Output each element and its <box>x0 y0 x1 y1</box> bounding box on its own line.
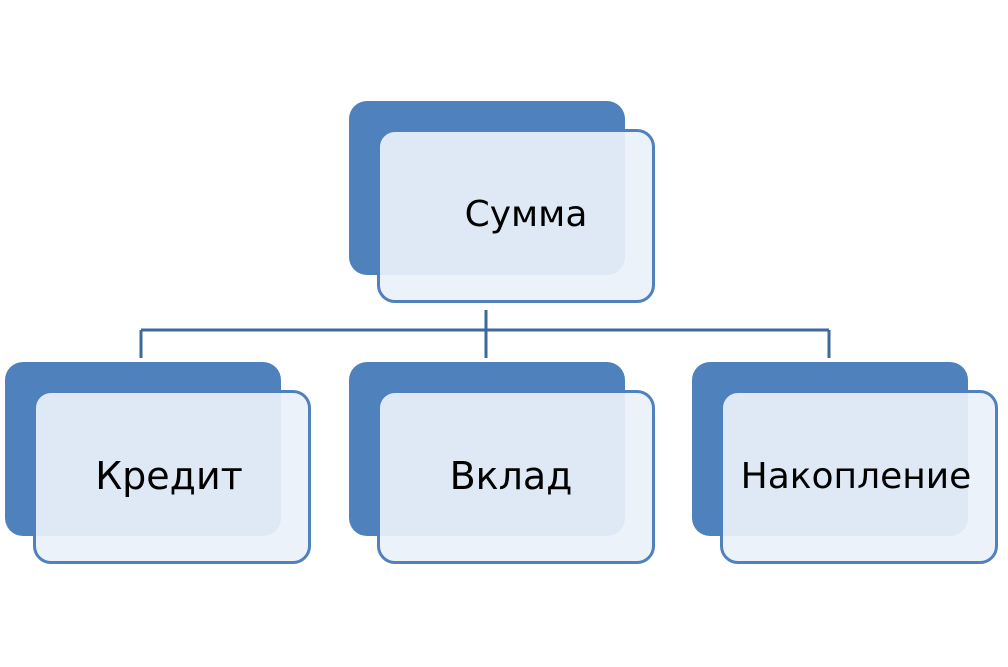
node-front-panel: Накопление <box>720 390 998 564</box>
node-child-kredit: Кредит <box>5 362 315 572</box>
node-child-vklad: Вклад <box>349 362 659 572</box>
node-child-nakoplenie: Накопление <box>692 362 1002 572</box>
node-front-panel: Вклад <box>377 390 655 564</box>
node-front-panel: Сумма <box>377 129 655 303</box>
node-front-panel: Кредит <box>33 390 311 564</box>
node-label: Кредит <box>95 454 243 498</box>
node-root-summa: Сумма <box>349 101 659 311</box>
node-label: Сумма <box>464 193 588 235</box>
node-label: Вклад <box>449 454 573 498</box>
node-label: Накопление <box>740 455 972 497</box>
